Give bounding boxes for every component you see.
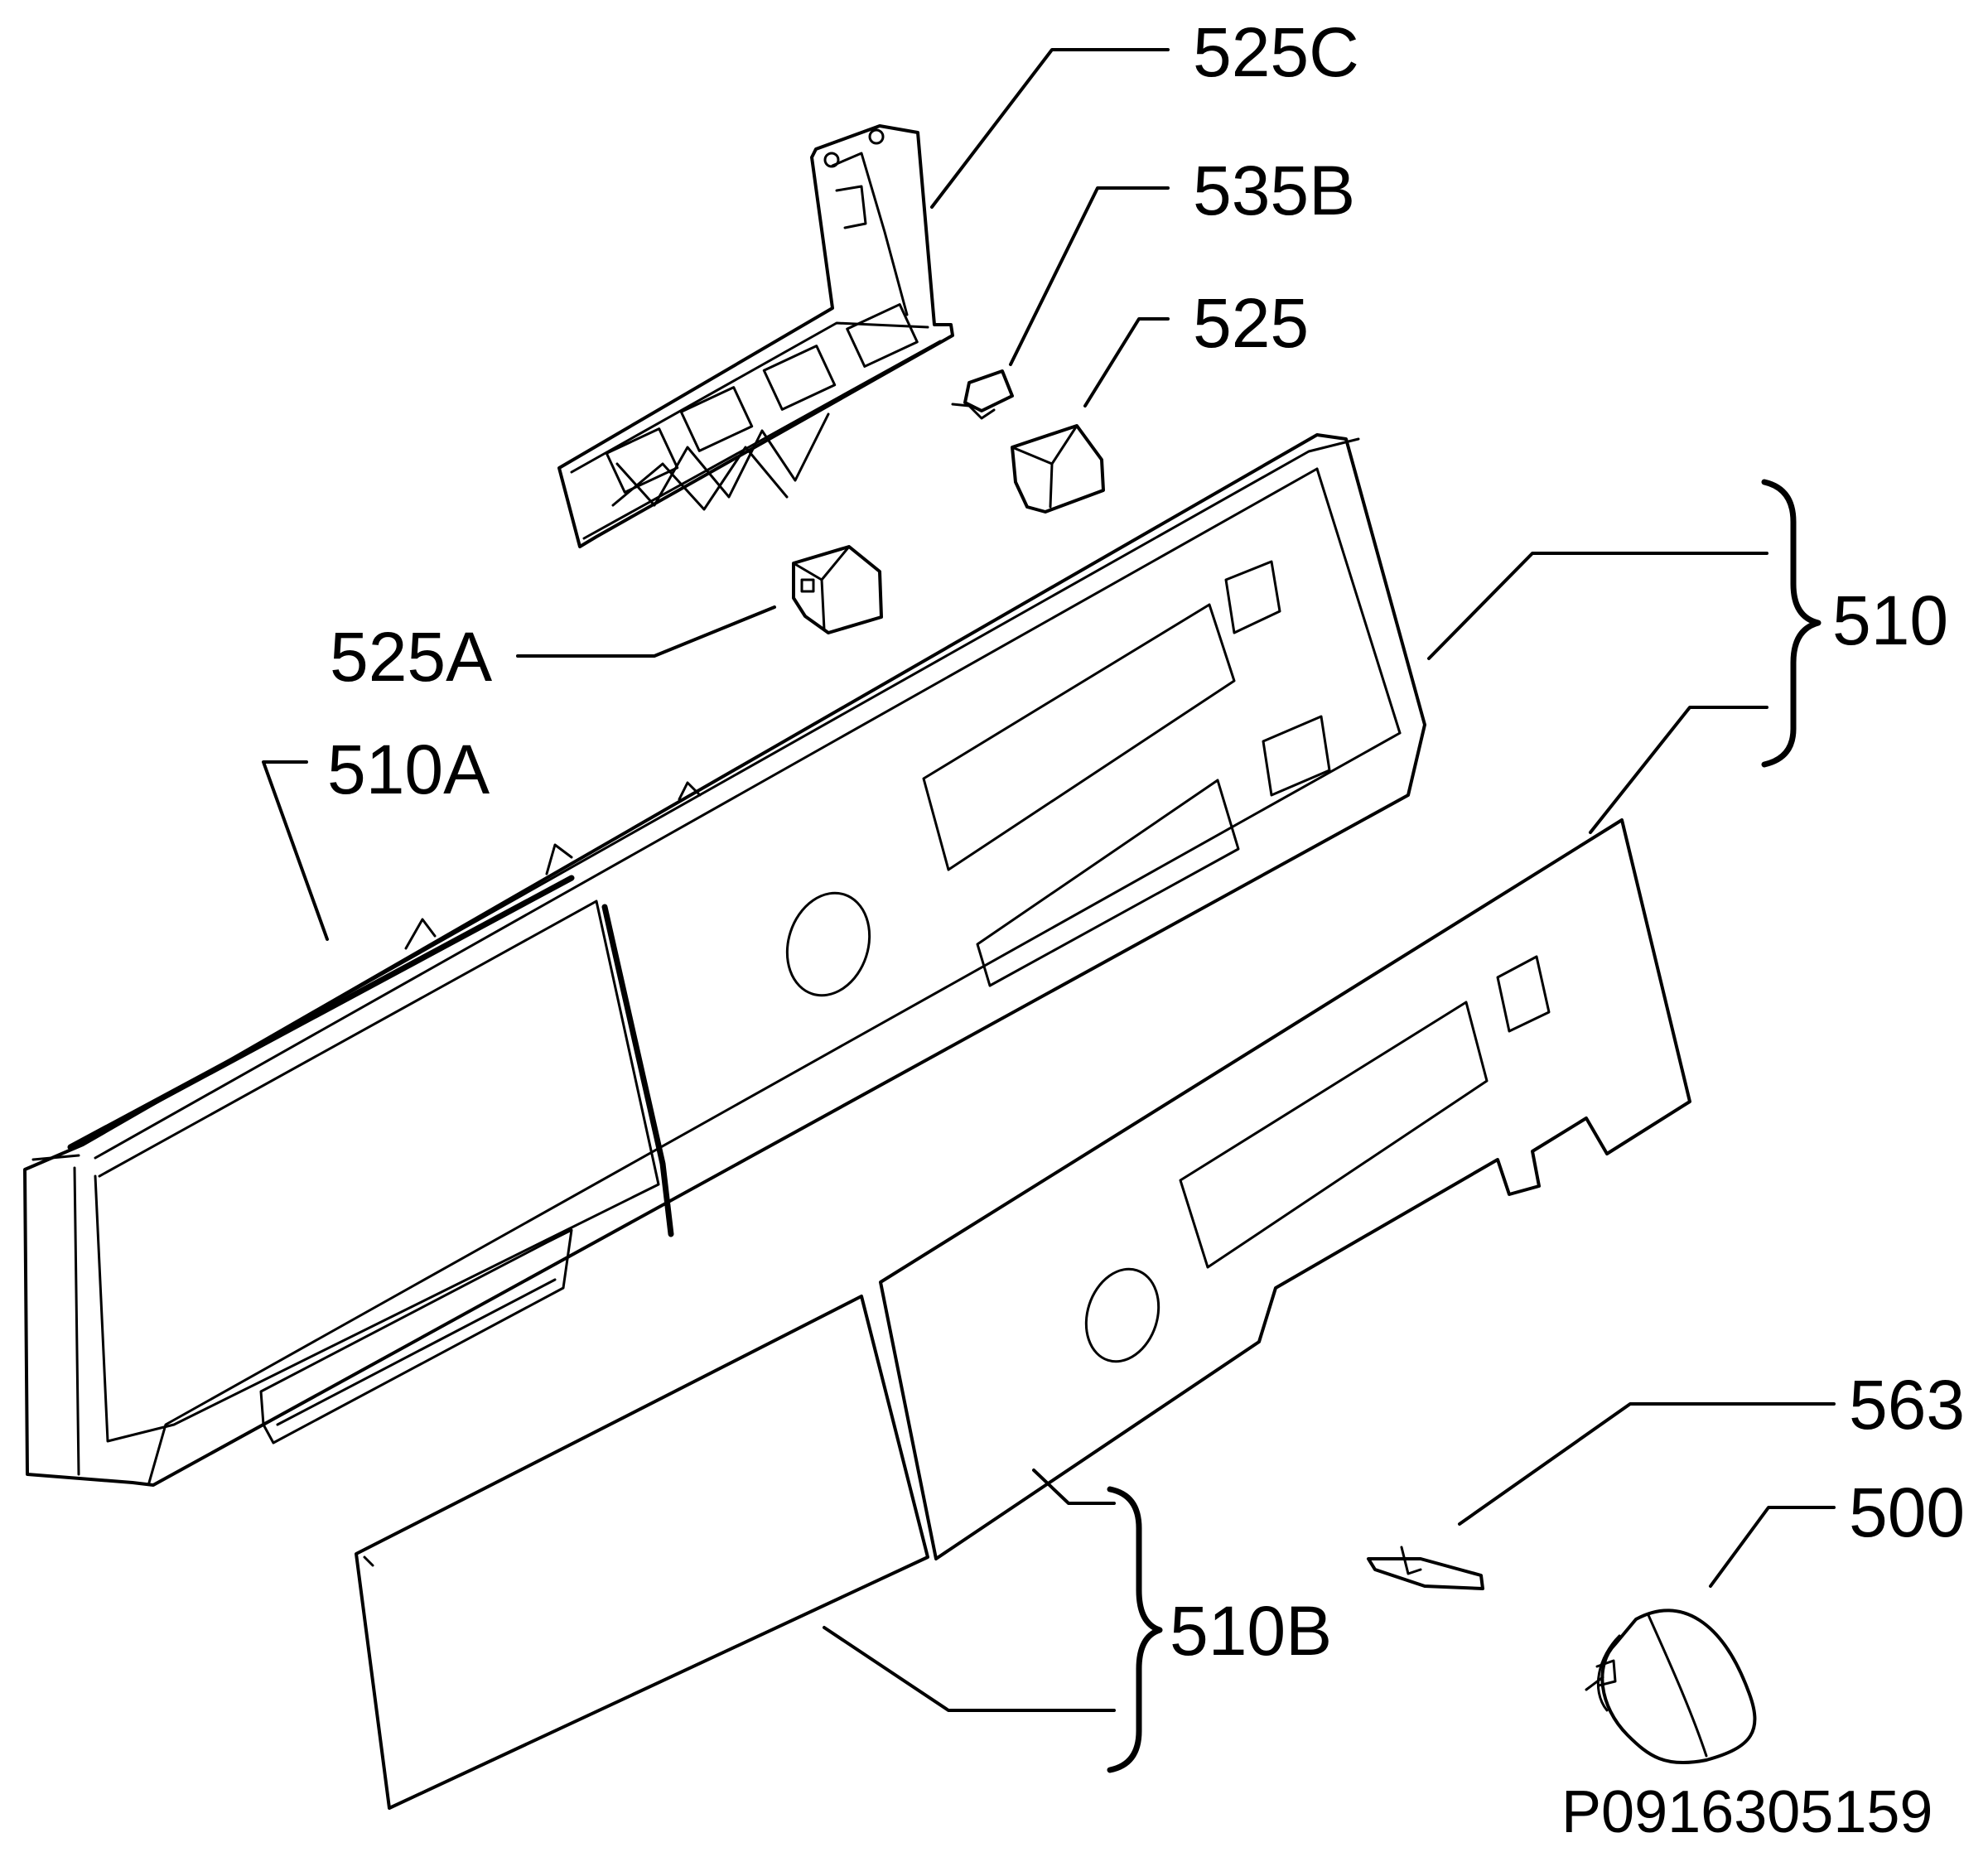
leader-525c [930, 48, 1170, 209]
callout-563: 563 [1849, 1366, 1965, 1444]
part-500-knob [1585, 1608, 1757, 1765]
leader-563 [1458, 1402, 1836, 1526]
callout-510a: 510A [327, 731, 490, 808]
drawing-number: P0916305159 [1561, 1779, 1933, 1845]
part-563-pin [1367, 1546, 1484, 1590]
part-510a-panel-housing [23, 433, 1426, 1487]
leader-525 [1083, 317, 1170, 408]
callout-535b: 535B [1193, 152, 1355, 229]
callout-525: 525 [1193, 284, 1309, 362]
part-510b-panel-overlay [879, 818, 1691, 1560]
part-525a-button [792, 545, 883, 634]
callout-500: 500 [1849, 1473, 1965, 1551]
part-525c-bracket [557, 124, 954, 548]
leader-510-top [1427, 552, 1768, 660]
leader-510a [262, 760, 329, 941]
leader-510-bottom [1589, 706, 1768, 834]
leader-525a [516, 605, 776, 658]
leader-510b-top [1032, 1469, 1116, 1505]
brace-510b [1107, 1486, 1163, 1773]
leader-510b-bottom [823, 1626, 1116, 1712]
part-535b-clip [951, 369, 1014, 420]
callout-525c: 525C [1193, 13, 1359, 91]
brace-510 [1761, 479, 1822, 768]
part-510b-drawer-overlay [355, 1295, 929, 1810]
callout-525a: 525A [330, 618, 492, 696]
leader-535b [1009, 186, 1170, 366]
callout-510: 510 [1832, 581, 1948, 659]
part-525-button [1011, 424, 1105, 514]
leader-500 [1709, 1506, 1836, 1588]
callout-510b: 510B [1170, 1592, 1332, 1670]
